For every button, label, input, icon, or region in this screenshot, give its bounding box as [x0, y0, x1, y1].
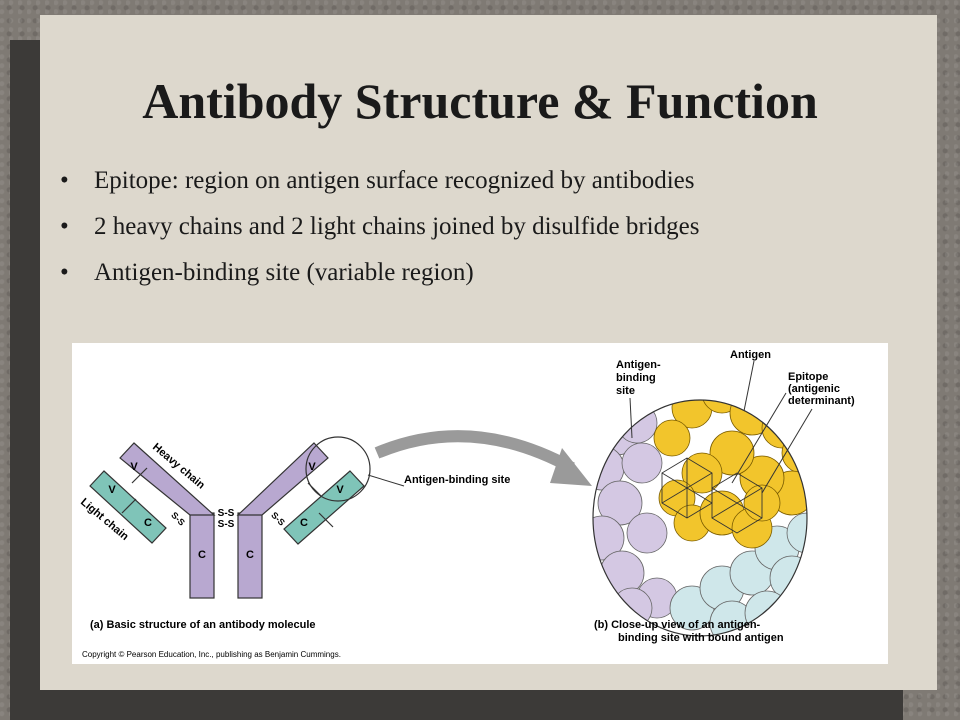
label-v-light-left: V	[108, 484, 116, 496]
closeup-diagram: Antigen- binding site Antigen Epitope (a…	[592, 349, 855, 637]
caption-b-line-1: (b) Close-up view of an antigen-	[594, 619, 761, 631]
bullet-binding-site: Antigen-binding site (variable region)	[60, 259, 699, 305]
label-c-heavy-left: C	[198, 549, 206, 561]
label-antigen-binding-site-a: Antigen-binding site	[404, 474, 510, 486]
antibody-figure: V V C C C V V C S-S S-S S-S S-S Heavy ch…	[72, 343, 888, 664]
label-epitope-2: (antigenic	[788, 383, 840, 395]
disulfide-bridge-left: S-S	[169, 510, 187, 528]
heavy-chain-stem-right	[237, 512, 263, 599]
caption-b-line-2: binding site with bound antigen	[618, 632, 784, 644]
label-antigen-binding-site-b-1: Antigen-	[616, 359, 661, 371]
label-antigen: Antigen	[730, 349, 771, 361]
label-epitope-3: determinant)	[788, 395, 855, 407]
label-c-light-right: C	[300, 517, 308, 529]
heavy-chain-arm-left	[119, 442, 216, 516]
zoom-arrow	[374, 430, 575, 474]
zoom-arrow-head	[550, 448, 592, 486]
disulfide-bridge-2: S-S	[218, 519, 235, 530]
label-c-light-left: C	[144, 517, 152, 529]
light-chain-right	[283, 470, 365, 545]
label-antigen-binding-site-b-3: site	[616, 385, 635, 397]
copyright-notice: Copyright © Pearson Education, Inc., pub…	[82, 650, 341, 659]
label-epitope-1: Epitope	[788, 371, 828, 383]
bullet-epitope: Epitope: region on antigen surface recog…	[60, 167, 699, 213]
label-antigen-binding-site-b-2: binding	[616, 372, 656, 384]
binding-site-circle	[305, 436, 371, 502]
label-c-heavy-right: C	[246, 549, 254, 561]
label-v-heavy-right: V	[308, 461, 316, 473]
label-v-heavy-left: V	[130, 461, 138, 473]
disulfide-bridge-1: S-S	[218, 508, 235, 519]
slide-title: Antibody Structure & Function	[142, 73, 818, 129]
antibody-diagram: V V C C C V V C S-S S-S S-S S-S Heavy ch…	[78, 436, 510, 599]
bullet-chains: 2 heavy chains and 2 light chains joined…	[60, 213, 699, 259]
label-v-light-right: V	[336, 484, 344, 496]
heavy-chain-arm-right	[236, 442, 329, 516]
caption-a: (a) Basic structure of an antibody molec…	[90, 619, 316, 631]
disulfide-bridge-right: S-S	[269, 510, 287, 528]
bullet-list: Epitope: region on antigen surface recog…	[60, 167, 699, 305]
